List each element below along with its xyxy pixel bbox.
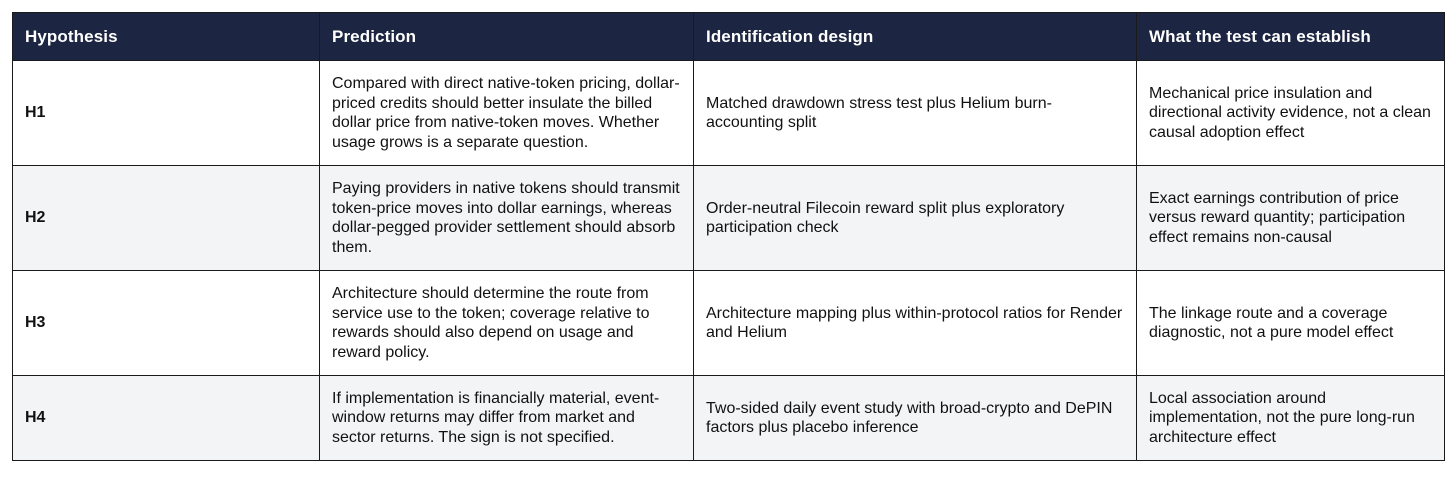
- header-identification-design: Identification design: [693, 12, 1137, 61]
- prediction-cell: Architecture should determine the route …: [319, 270, 694, 376]
- establish-cell: Exact earnings contribution of price ver…: [1136, 165, 1445, 271]
- design-cell: Two-sided daily event study with broad-c…: [693, 375, 1137, 461]
- hypotheses-table-container: Hypothesis Prediction Identification des…: [12, 12, 1445, 461]
- prediction-cell: Compared with direct native-token pricin…: [319, 60, 694, 166]
- establish-cell: The linkage route and a coverage diagnos…: [1136, 270, 1445, 376]
- table-row: H4 If implementation is financially mate…: [12, 375, 1445, 461]
- prediction-cell: If implementation is financially materia…: [319, 375, 694, 461]
- hypotheses-table: Hypothesis Prediction Identification des…: [12, 12, 1445, 461]
- table-header: Hypothesis Prediction Identification des…: [12, 12, 1445, 61]
- table-body: H1 Compared with direct native-token pri…: [12, 60, 1445, 461]
- prediction-cell: Paying providers in native tokens should…: [319, 165, 694, 271]
- header-prediction: Prediction: [319, 12, 694, 61]
- header-row: Hypothesis Prediction Identification des…: [12, 12, 1445, 61]
- design-cell: Matched drawdown stress test plus Helium…: [693, 60, 1137, 166]
- hypothesis-cell: H2: [12, 165, 320, 271]
- table-row: H3 Architecture should determine the rou…: [12, 270, 1445, 376]
- establish-cell: Mechanical price insulation and directio…: [1136, 60, 1445, 166]
- hypothesis-cell: H3: [12, 270, 320, 376]
- hypothesis-cell: H1: [12, 60, 320, 166]
- table-row: H2 Paying providers in native tokens sho…: [12, 165, 1445, 271]
- table-row: H1 Compared with direct native-token pri…: [12, 60, 1445, 166]
- establish-cell: Local association around implementation,…: [1136, 375, 1445, 461]
- header-hypothesis: Hypothesis: [12, 12, 320, 61]
- hypothesis-cell: H4: [12, 375, 320, 461]
- header-what-test-can-establish: What the test can establish: [1136, 12, 1445, 61]
- design-cell: Architecture mapping plus within-protoco…: [693, 270, 1137, 376]
- design-cell: Order-neutral Filecoin reward split plus…: [693, 165, 1137, 271]
